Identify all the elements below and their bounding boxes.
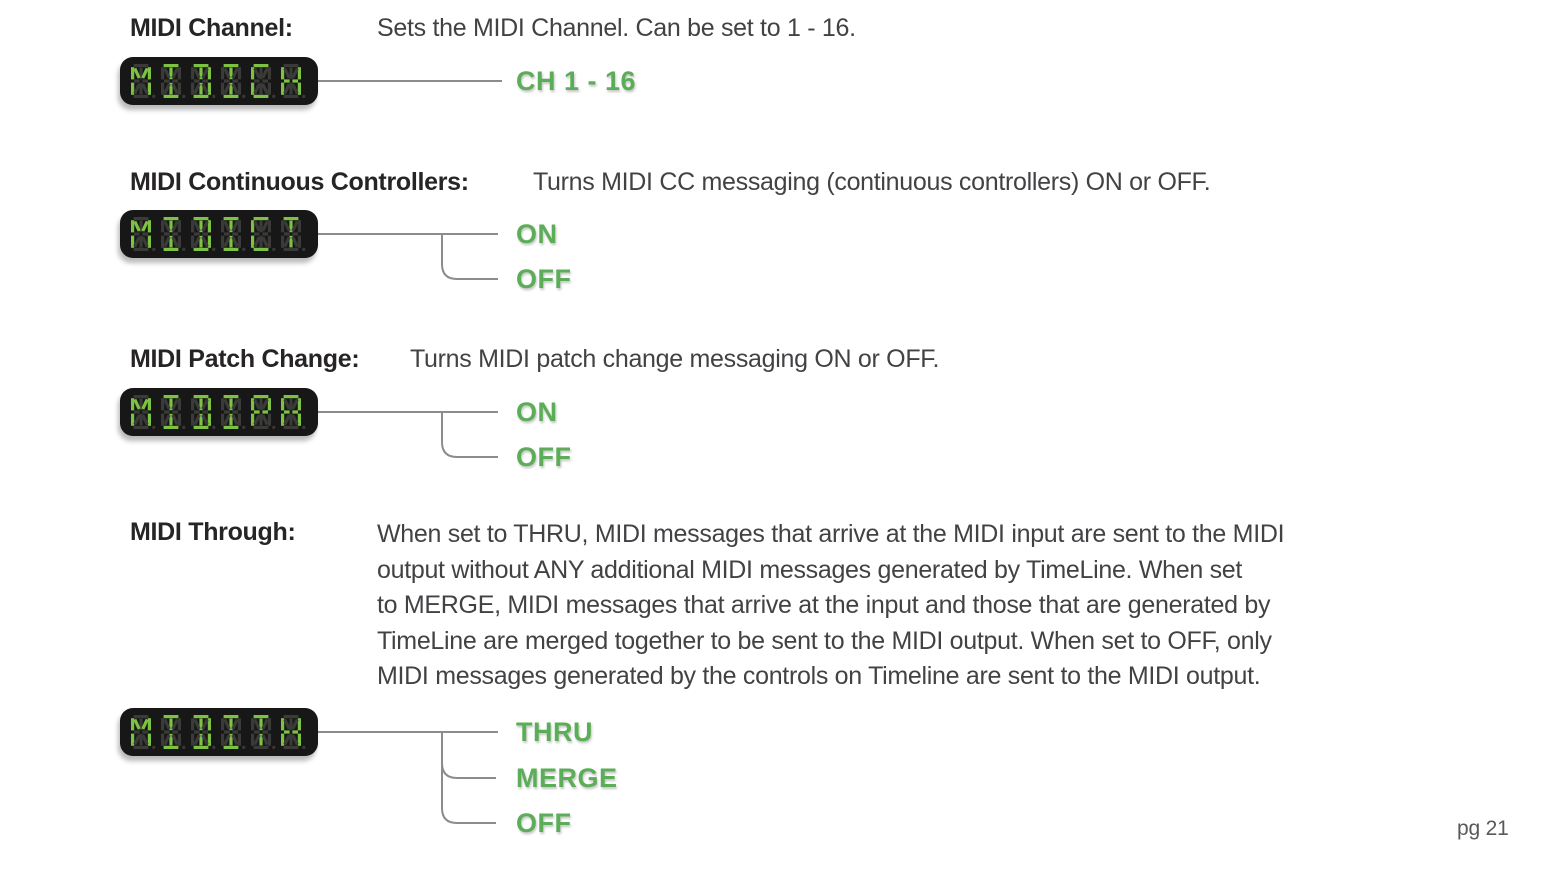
midi-through-description: When set to THRU, MIDI messages that arr… xyxy=(377,520,1285,690)
connector-line xyxy=(441,732,496,779)
midi-through-option-thru: THRU xyxy=(516,717,593,747)
midi-through-heading: MIDI Through: xyxy=(130,518,296,546)
midi-patch-option-off: OFF xyxy=(516,442,572,472)
midi-patch-heading: MIDI Patch Change: xyxy=(130,345,360,373)
midi-channel-heading: MIDI Channel: xyxy=(130,14,293,42)
midi-cc-heading: MIDI Continuous Controllers: xyxy=(130,168,469,196)
midi-through-led-display xyxy=(120,708,318,756)
midi-through-option-off: OFF xyxy=(516,808,572,838)
midi-patch-option-on: ON xyxy=(516,397,558,427)
page-number: pg 21 xyxy=(1457,817,1509,840)
midi-channel-description: Sets the MIDI Channel. Can be set to 1 -… xyxy=(377,14,856,42)
midi-patch-led-display xyxy=(120,388,318,436)
midi-cc-led-display xyxy=(120,210,318,258)
midi-cc-description: Turns MIDI CC messaging (continuous cont… xyxy=(533,168,1211,196)
connector-line xyxy=(441,763,496,824)
option-ch-1-16: CH 1 - 16 xyxy=(516,66,637,96)
connector-line xyxy=(441,234,498,280)
midi-patch-description: Turns MIDI patch change messaging ON or … xyxy=(410,345,940,373)
midi-cc-option-off: OFF xyxy=(516,264,572,294)
midi-through-option-merge: MERGE xyxy=(516,763,618,793)
connector-line xyxy=(441,412,498,458)
midi-channel-led-display xyxy=(120,57,318,105)
midi-cc-option-on: ON xyxy=(516,219,558,249)
